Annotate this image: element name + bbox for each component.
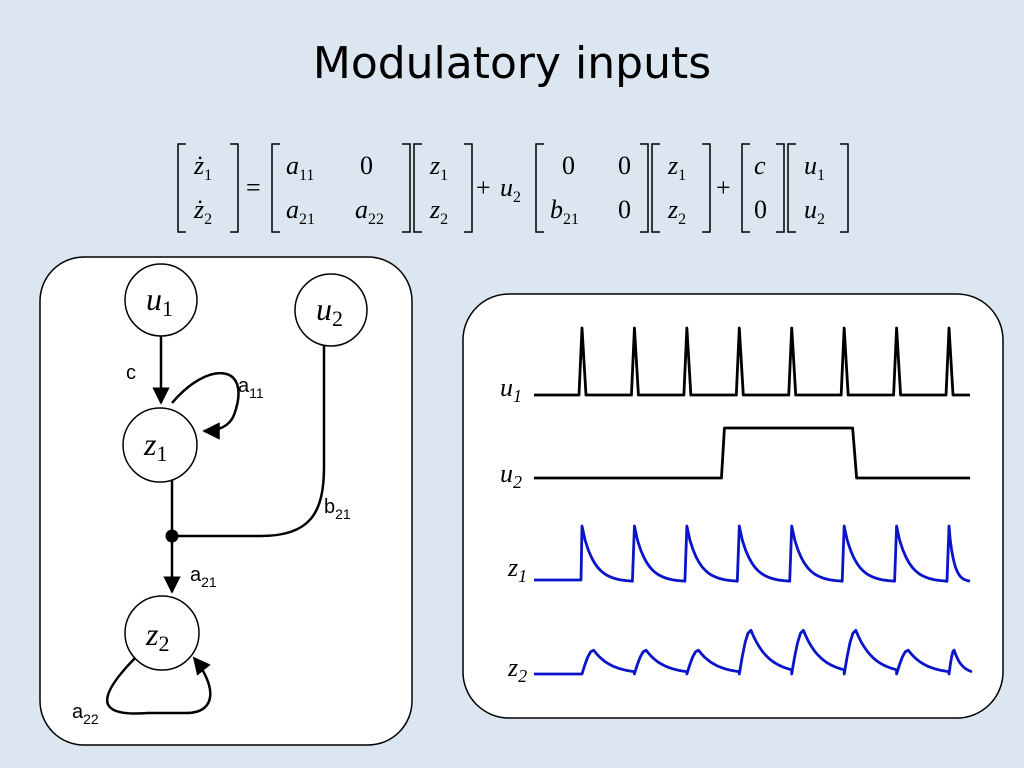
node-z2-label: z2 <box>145 616 169 656</box>
b-matrix-b21: b21 <box>550 195 579 228</box>
edge-z1-self-loop <box>171 371 240 440</box>
node-u1-label: u1 <box>146 281 173 321</box>
b-matrix-b22: 0 <box>618 195 631 224</box>
modulation-junction <box>165 529 179 543</box>
a-matrix-a11: a11 <box>286 151 314 184</box>
edge-z2-self-loop <box>106 654 212 715</box>
a-matrix-a22: a22 <box>355 195 384 228</box>
node-z1: z1 <box>122 407 198 483</box>
edge-label-a22: a22 <box>72 701 99 727</box>
u-vector-2: u2 <box>804 195 825 228</box>
lhs-entry-1: ż1 <box>193 151 212 184</box>
edge-label-a11: a11 <box>238 375 264 401</box>
z-vector-brackets <box>413 143 473 233</box>
modulator-u2: u2 <box>500 173 521 206</box>
z-vector-2-brackets <box>651 143 711 233</box>
plus-sign-2: + <box>716 173 731 202</box>
lhs-entry-2: ż2 <box>193 195 212 228</box>
node-z2: z2 <box>124 595 200 671</box>
edge-label-b21: b21 <box>324 496 351 522</box>
a-matrix-a21: a21 <box>286 195 315 228</box>
u-vector-1: u1 <box>804 151 825 184</box>
trace-z1 <box>534 524 971 583</box>
node-u1-circle <box>124 263 198 337</box>
trace-u1 <box>534 326 970 397</box>
c-vector-c: c <box>754 151 766 180</box>
b-matrix-b11: 0 <box>562 151 575 180</box>
node-u2: u2 <box>294 273 368 347</box>
equals-sign: = <box>246 173 261 202</box>
trace-label-u1: u1 <box>500 373 522 406</box>
trace-label-u2: u2 <box>500 459 522 492</box>
trace-label-z1: z1 <box>507 553 527 586</box>
slide-title: Modulatory inputs <box>312 38 712 89</box>
node-z2-circle <box>124 595 200 671</box>
node-z1-label: z1 <box>143 426 167 466</box>
edge-label-a21: a21 <box>190 564 217 590</box>
z-vector-2-1: z1 <box>667 151 686 184</box>
node-u2-label: u2 <box>316 291 343 331</box>
a-matrix-a12: 0 <box>360 151 373 180</box>
timeseries-panel-frame <box>462 293 1004 719</box>
trace-u2 <box>534 426 970 480</box>
u-vector-brackets <box>787 143 849 233</box>
edge-label-c: c <box>126 362 136 384</box>
trace-label-z2: z2 <box>507 653 527 686</box>
plus-sign-1: + <box>476 173 491 202</box>
network-diagram: u1 u2 z1 z2 c a11 b21 a21 a22 <box>39 256 413 746</box>
z-vector-2-2: z2 <box>667 195 686 228</box>
z-vector-1: z1 <box>429 151 448 184</box>
lhs-brackets <box>177 143 239 233</box>
node-u2-circle <box>294 273 368 347</box>
z-vector-2: z2 <box>429 195 448 228</box>
b-matrix-b12: 0 <box>618 151 631 180</box>
node-z1-circle <box>122 407 198 483</box>
c-vector-brackets <box>741 143 785 233</box>
trace-z2 <box>534 628 973 676</box>
b-matrix-brackets <box>535 143 649 233</box>
a-matrix-brackets <box>271 143 411 233</box>
c-vector-0: 0 <box>754 195 767 224</box>
node-u1: u1 <box>124 263 198 337</box>
dcm-equation: ż1 ż2 = a11 0 a21 a22 z1 z2 + u2 0 0 b21… <box>177 143 849 233</box>
edge-u2-modulation <box>170 342 326 538</box>
timeseries-panel: u1 u2 z1 z2 <box>462 293 1004 719</box>
